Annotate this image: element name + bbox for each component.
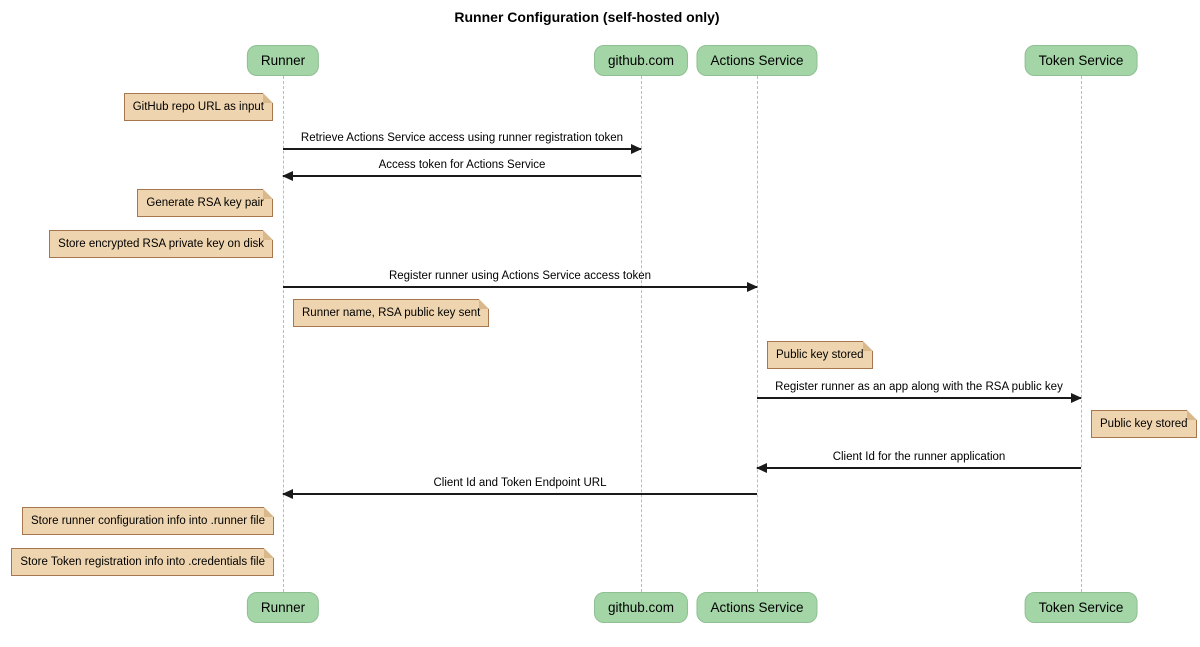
arrowhead-icon bbox=[631, 144, 642, 154]
participant-github-bottom: github.com bbox=[593, 592, 689, 623]
diagram-title: Runner Configuration (self-hosted only) bbox=[454, 9, 720, 25]
message-label: Retrieve Actions Service access using ru… bbox=[300, 132, 624, 144]
message-label: Register runner using Actions Service ac… bbox=[388, 270, 652, 282]
participant-runner-top: Runner bbox=[246, 45, 320, 76]
message-line bbox=[283, 493, 757, 495]
message-line bbox=[283, 148, 641, 150]
arrowhead-icon bbox=[756, 463, 767, 473]
note: Public key stored bbox=[1091, 410, 1197, 438]
participant-actions-top: Actions Service bbox=[696, 45, 818, 76]
arrowhead-icon bbox=[282, 171, 293, 181]
lifeline-github bbox=[641, 76, 642, 592]
message-label: Access token for Actions Service bbox=[378, 159, 546, 171]
note: Generate RSA key pair bbox=[137, 189, 273, 217]
note: Public key stored bbox=[767, 341, 873, 369]
message-line bbox=[757, 467, 1081, 469]
note: Store Token registration info into .cred… bbox=[11, 548, 274, 576]
message-label: Client Id for the runner application bbox=[832, 451, 1006, 463]
arrowhead-icon bbox=[282, 489, 293, 499]
participant-actions-bottom: Actions Service bbox=[696, 592, 818, 623]
participant-token-bottom: Token Service bbox=[1024, 592, 1138, 623]
lifeline-actions bbox=[757, 76, 758, 592]
participant-github-top: github.com bbox=[593, 45, 689, 76]
message-label: Register runner as an app along with the… bbox=[775, 381, 1063, 393]
note: Store runner configuration info into .ru… bbox=[22, 507, 274, 535]
message-line bbox=[283, 175, 641, 177]
note: Store encrypted RSA private key on disk bbox=[49, 230, 273, 258]
lifeline-runner bbox=[283, 76, 284, 592]
arrowhead-icon bbox=[1071, 393, 1082, 403]
message-label: Client Id and Token Endpoint URL bbox=[433, 477, 607, 489]
participant-token-top: Token Service bbox=[1024, 45, 1138, 76]
note: GitHub repo URL as input bbox=[123, 93, 274, 121]
note: Runner name, RSA public key sent bbox=[293, 299, 490, 327]
arrowhead-icon bbox=[747, 282, 758, 292]
message-line bbox=[757, 397, 1081, 399]
participant-runner-bottom: Runner bbox=[246, 592, 320, 623]
lifeline-token bbox=[1081, 76, 1082, 592]
message-line bbox=[283, 286, 757, 288]
